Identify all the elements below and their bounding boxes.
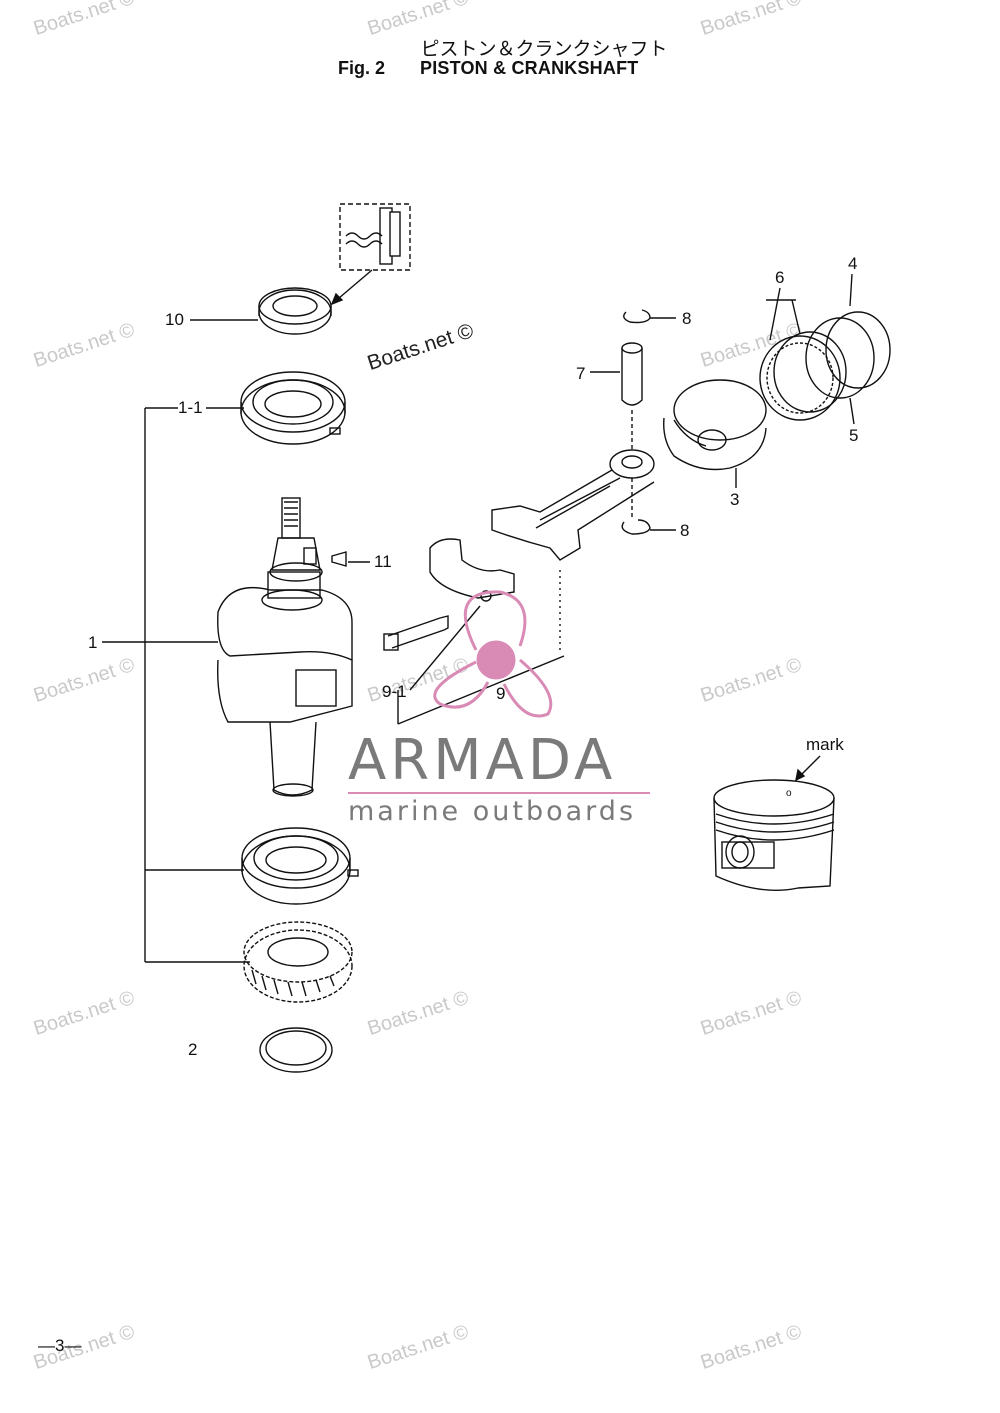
washer-part xyxy=(259,1027,333,1073)
callout-6: 6 xyxy=(775,268,785,287)
crankshaft-part xyxy=(217,497,353,797)
detail-inset xyxy=(330,203,411,306)
oil-seal-part xyxy=(258,287,332,335)
lower-bearing-part xyxy=(241,827,359,905)
group-bracket xyxy=(102,407,250,963)
compression-ring-part xyxy=(805,273,891,425)
circlip-part-lower xyxy=(621,478,676,535)
callout-3: 3 xyxy=(730,490,740,509)
brand-divider xyxy=(348,792,650,794)
brand-name: ARMADA xyxy=(348,728,617,793)
connecting-rod-part xyxy=(491,449,655,650)
callout-5: 5 xyxy=(849,426,859,445)
callout-10: 10 xyxy=(165,310,184,329)
rod-cap-part xyxy=(429,538,515,602)
marked-piston-view: o xyxy=(713,755,835,891)
callout-9-1: 9-1 xyxy=(382,682,407,701)
brand-tagline: marine outboards xyxy=(348,796,637,827)
callout-4: 4 xyxy=(848,254,858,273)
callout-2: 2 xyxy=(188,1040,198,1059)
callout-1-1: 1-1 xyxy=(178,398,203,417)
piston-pin-part xyxy=(590,342,643,450)
piston-part xyxy=(663,379,767,488)
callout-11: 11 xyxy=(374,552,392,571)
svg-text:o: o xyxy=(786,788,792,799)
callout-8-bottom: 8 xyxy=(680,521,690,540)
callout-1: 1 xyxy=(88,633,98,652)
callout-9: 9 xyxy=(496,684,506,703)
figure-title: PISTON & CRANKSHAFT xyxy=(420,58,639,78)
propeller-logo-icon xyxy=(433,590,553,718)
callout-mark: mark xyxy=(806,735,844,754)
oil-ring-part xyxy=(759,287,847,421)
figure-label: Fig. 2 xyxy=(338,58,386,78)
rod-bolt-part xyxy=(383,605,565,725)
circlip-part xyxy=(623,309,676,324)
page-number: —3— xyxy=(38,1336,82,1355)
callout-8-top: 8 xyxy=(682,309,692,328)
woodruff-key-part xyxy=(331,551,347,567)
crank-gear-part xyxy=(243,921,353,1003)
upper-bearing-part xyxy=(240,371,346,445)
title-japanese: ピストン＆クランクシャフト xyxy=(420,38,668,60)
callout-7: 7 xyxy=(576,364,586,383)
